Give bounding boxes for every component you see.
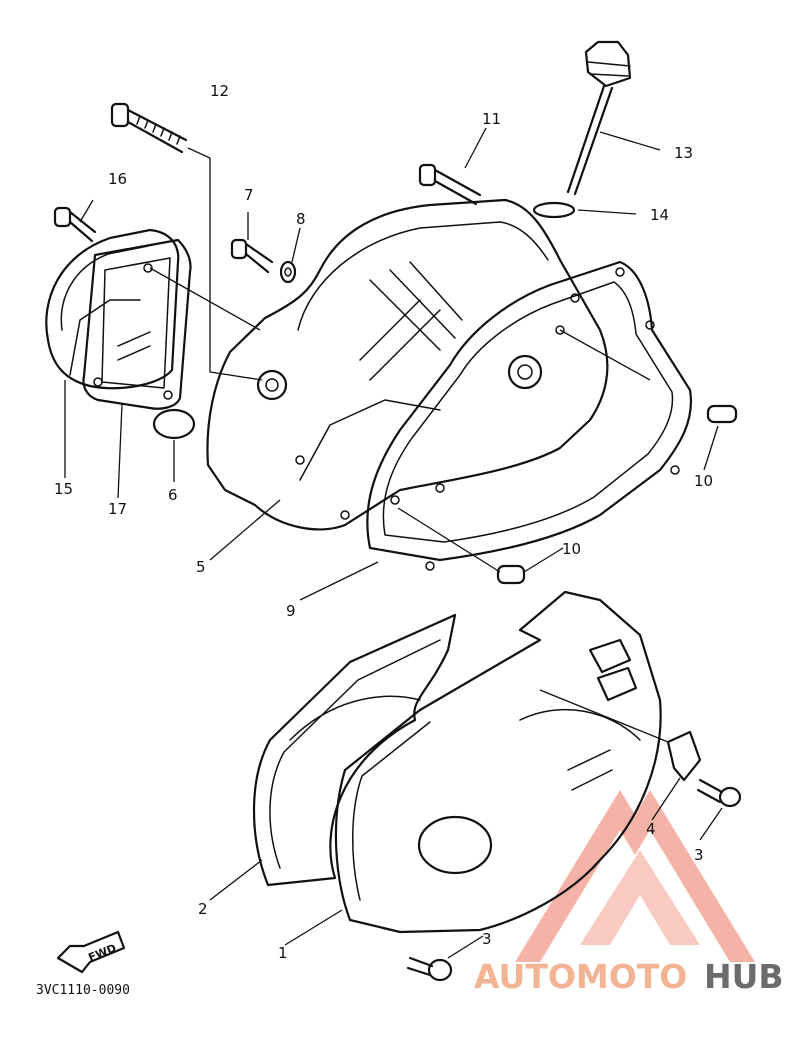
callout-12: 12 bbox=[210, 82, 229, 100]
bolt-7 bbox=[230, 238, 274, 274]
callout-14: 14 bbox=[650, 206, 669, 224]
screw-3-bottom bbox=[406, 956, 453, 982]
dowel-10-right bbox=[706, 404, 738, 424]
callout-1: 1 bbox=[278, 944, 288, 962]
callout-6: 6 bbox=[168, 486, 178, 504]
watermark-text: AUTOMOTO HUB bbox=[474, 957, 784, 996]
callout-9: 9 bbox=[286, 602, 296, 620]
fwd-label: FWD bbox=[86, 941, 118, 964]
callout-5: 5 bbox=[196, 558, 206, 576]
callout-11: 11 bbox=[482, 110, 501, 128]
part-code: 3VC1110-0090 bbox=[36, 983, 130, 998]
bolt-11 bbox=[418, 163, 482, 206]
clip-4 bbox=[666, 730, 702, 782]
cover-15 bbox=[45, 228, 180, 390]
watermark-text-hub: HUB bbox=[704, 957, 784, 996]
callout-17: 17 bbox=[108, 500, 127, 518]
dipstick-13 bbox=[566, 40, 632, 196]
callout-3-bottom: 3 bbox=[482, 930, 492, 948]
callout-3-right: 3 bbox=[694, 846, 704, 864]
callout-2: 2 bbox=[198, 900, 208, 918]
callout-labels: 12 11 13 16 7 8 14 10 15 6 17 10 5 9 4 3… bbox=[54, 82, 713, 962]
main-cover-1 bbox=[334, 590, 662, 934]
washer-8 bbox=[279, 260, 297, 284]
bolt-12 bbox=[110, 102, 188, 154]
gasket-2 bbox=[252, 613, 457, 887]
o-ring-14 bbox=[532, 201, 576, 219]
plug-6 bbox=[152, 408, 196, 440]
crankcase-cover-5 bbox=[206, 198, 609, 531]
dowel-10-bottom bbox=[496, 564, 526, 585]
callout-15: 15 bbox=[54, 480, 73, 498]
callout-10-bottom: 10 bbox=[562, 540, 581, 558]
watermark-text-automoto: AUTOMOTO bbox=[474, 957, 687, 996]
screw-3-right bbox=[696, 778, 742, 808]
fwd-arrow-icon: FWD bbox=[56, 930, 126, 974]
callout-10-right: 10 bbox=[694, 472, 713, 490]
callout-7: 7 bbox=[244, 186, 254, 204]
watermark-logo bbox=[515, 790, 755, 962]
gasket-17 bbox=[82, 238, 192, 410]
callout-16: 16 bbox=[108, 170, 127, 188]
callout-8: 8 bbox=[296, 210, 306, 228]
gasket-9 bbox=[366, 260, 693, 571]
bolt-16 bbox=[53, 206, 97, 243]
callout-13: 13 bbox=[674, 144, 693, 162]
callout-4: 4 bbox=[646, 820, 656, 838]
leader-lines bbox=[64, 127, 723, 959]
